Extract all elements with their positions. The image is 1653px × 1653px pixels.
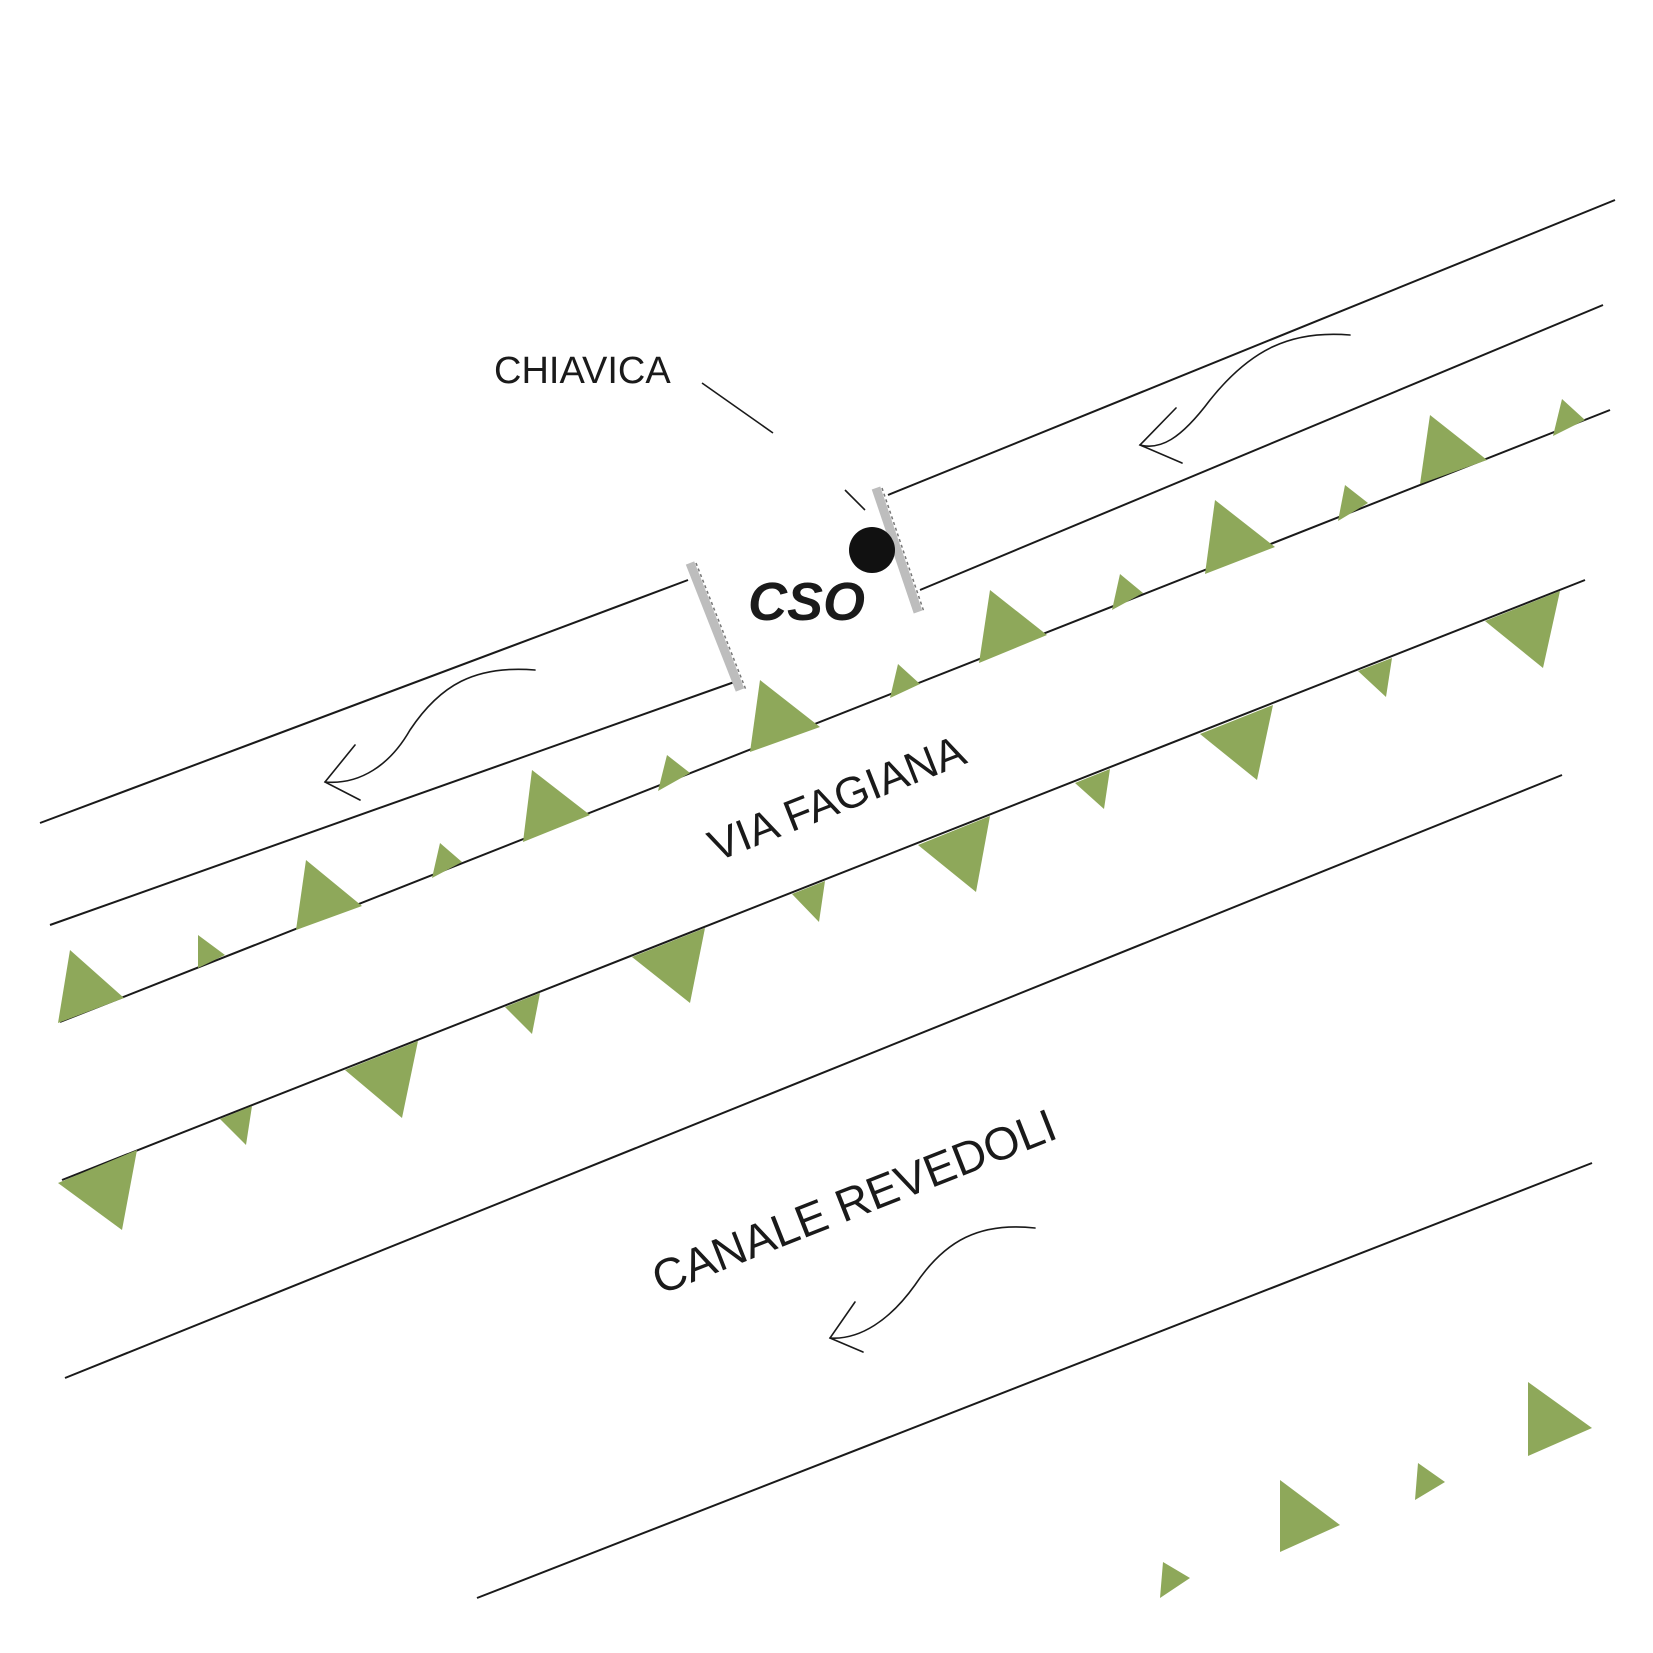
vegetation-triangle-icon — [1160, 1562, 1190, 1598]
flow-arrow-icon — [828, 1226, 1036, 1353]
vegetation-triangle-icon — [1415, 1463, 1445, 1500]
vegetation-triangle-icon — [750, 680, 820, 752]
vegetation-triangle-icon — [58, 950, 124, 1023]
chiavica-label: CHIAVICA — [494, 350, 671, 392]
upper-channel-north-bank — [887, 199, 1616, 496]
chiavica-leader-tick — [844, 489, 866, 511]
canal-south-bank — [476, 1162, 1593, 1599]
gate-west-edge — [695, 562, 747, 691]
vegetation-triangle-icon — [296, 860, 362, 930]
canal-label: CANALE REVEDOLI — [645, 1099, 1064, 1305]
vegetation-triangle-icon — [220, 1106, 252, 1145]
chiavica-leader-line — [701, 382, 774, 434]
vegetation-triangle-icon — [198, 935, 225, 968]
vegetation-row-canal — [1160, 1382, 1592, 1598]
gate-east-edge — [881, 487, 925, 613]
gate-east — [871, 486, 923, 614]
vegetation-triangle-icon — [1485, 591, 1560, 668]
canal-north-bank — [64, 774, 1563, 1379]
road-north-edge — [59, 409, 1611, 1023]
flow-arrow-icon — [323, 668, 536, 801]
cso-label: CSO — [748, 572, 865, 632]
vegetation-triangle-icon — [632, 928, 705, 1003]
vegetation-triangle-icon — [792, 881, 825, 922]
vegetation-triangle-icon — [1075, 769, 1110, 809]
vegetation-triangle-icon — [1338, 485, 1368, 521]
road-south-edge — [61, 579, 1586, 1181]
vegetation-triangle-icon — [979, 590, 1047, 663]
vegetation-triangle-icon — [1420, 415, 1487, 484]
vegetation-triangle-icon — [345, 1041, 418, 1118]
vegetation-row-south — [58, 591, 1560, 1230]
vegetation-triangle-icon — [1280, 1480, 1340, 1552]
gate-west — [685, 561, 745, 692]
vegetation-triangle-icon — [890, 664, 920, 698]
upper-channel-south-bank-west — [49, 679, 741, 926]
cso-point-icon — [849, 527, 895, 573]
vegetation-triangle-icon — [1112, 574, 1143, 610]
vegetation-triangle-icon — [1200, 705, 1273, 780]
upper-channel-south-bank — [919, 304, 1604, 591]
vegetation-triangle-icon — [918, 816, 990, 892]
vegetation-triangle-icon — [58, 1150, 137, 1230]
vegetation-triangle-icon — [658, 755, 690, 791]
vegetation-triangle-icon — [523, 770, 590, 842]
vegetation-row-north — [58, 399, 1585, 1023]
vegetation-triangle-icon — [1553, 399, 1585, 436]
vegetation-triangle-icon — [1528, 1382, 1592, 1456]
vegetation-triangle-icon — [432, 843, 462, 878]
vegetation-triangle-icon — [505, 993, 540, 1034]
flow-arrow-icon — [1138, 333, 1351, 464]
upper-channel-north-bank-west — [39, 579, 689, 824]
vegetation-triangle-icon — [1205, 500, 1275, 574]
vegetation-triangle-icon — [1358, 658, 1392, 697]
